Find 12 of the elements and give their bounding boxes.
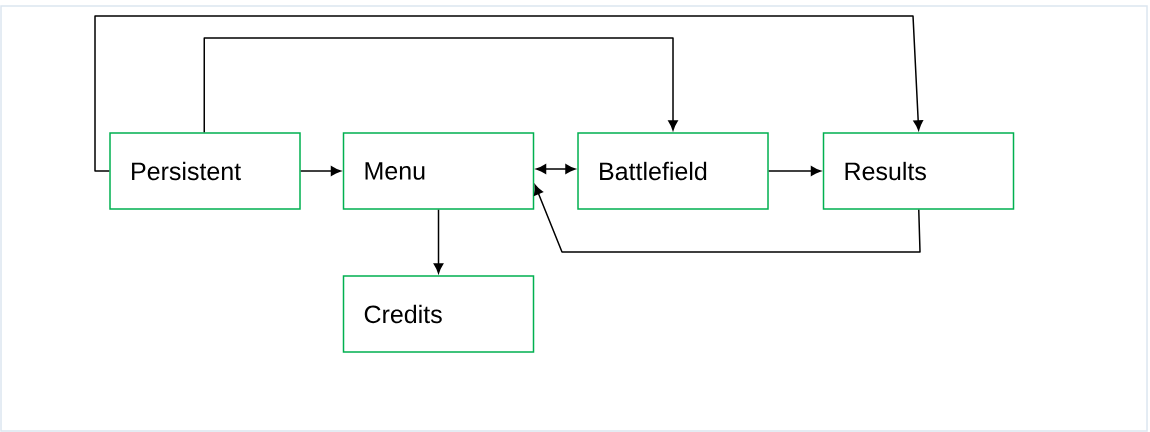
arrow bbox=[768, 166, 821, 176]
state-box: Persistent bbox=[109, 132, 301, 210]
state-box: Credits bbox=[342, 275, 535, 353]
arrow bbox=[433, 209, 444, 274]
arrow bbox=[300, 166, 341, 176]
arrow bbox=[94, 15, 923, 172]
arrow bbox=[533, 184, 921, 253]
state-box: Menu bbox=[342, 132, 535, 210]
state-box: Battlefield bbox=[577, 132, 769, 210]
arrow bbox=[536, 164, 576, 174]
state-box: Results bbox=[822, 132, 1015, 210]
arrow bbox=[203, 37, 678, 133]
